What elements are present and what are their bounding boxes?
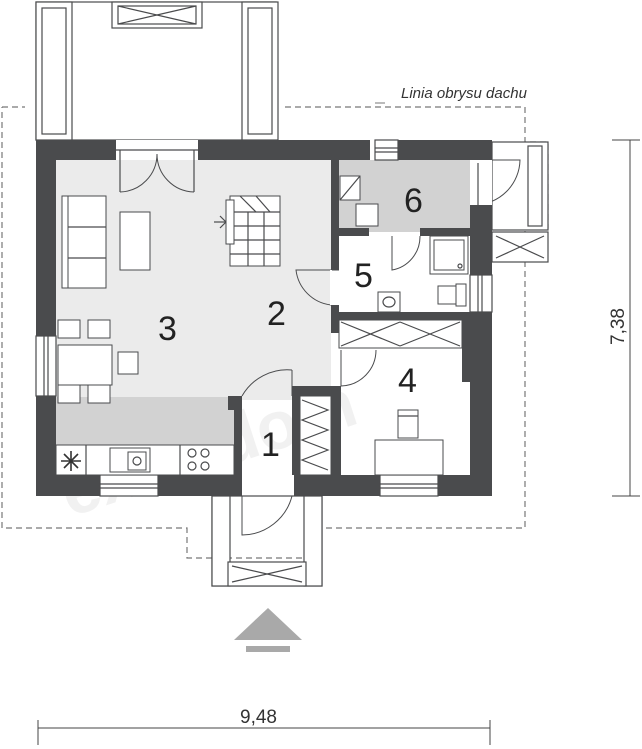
- snowflake-icon: [61, 451, 81, 471]
- room-number-3: 3: [158, 310, 177, 348]
- kitchen-counter: [55, 444, 235, 476]
- walls: [36, 140, 492, 496]
- bedroom-furniture: [374, 409, 444, 476]
- wardrobe: [299, 319, 463, 476]
- room-number-6: 6: [404, 182, 423, 220]
- side-entry: [470, 141, 549, 263]
- room-number-4: 4: [398, 362, 417, 400]
- utility-fixtures: [339, 175, 379, 227]
- terrace: [35, 1, 279, 141]
- dimension-width: [37, 720, 491, 745]
- dimension-height: [612, 139, 640, 497]
- entrance-arrow-icon: [234, 608, 302, 652]
- dimension-width-label: 9,48: [240, 707, 277, 728]
- terrace-door: [116, 140, 198, 193]
- dimension-height-label: 7,38: [608, 308, 629, 345]
- room-number-1: 1: [261, 426, 280, 464]
- room-number-5: 5: [354, 257, 373, 295]
- front-porch: [211, 495, 323, 587]
- living-room-furniture: [57, 195, 151, 404]
- windows: [35, 139, 493, 497]
- roof-outline-label: Linia obrysu dachu: [401, 85, 528, 102]
- room-number-2: 2: [267, 295, 286, 333]
- staircase: [214, 195, 281, 267]
- bathroom-fixtures: [377, 235, 469, 313]
